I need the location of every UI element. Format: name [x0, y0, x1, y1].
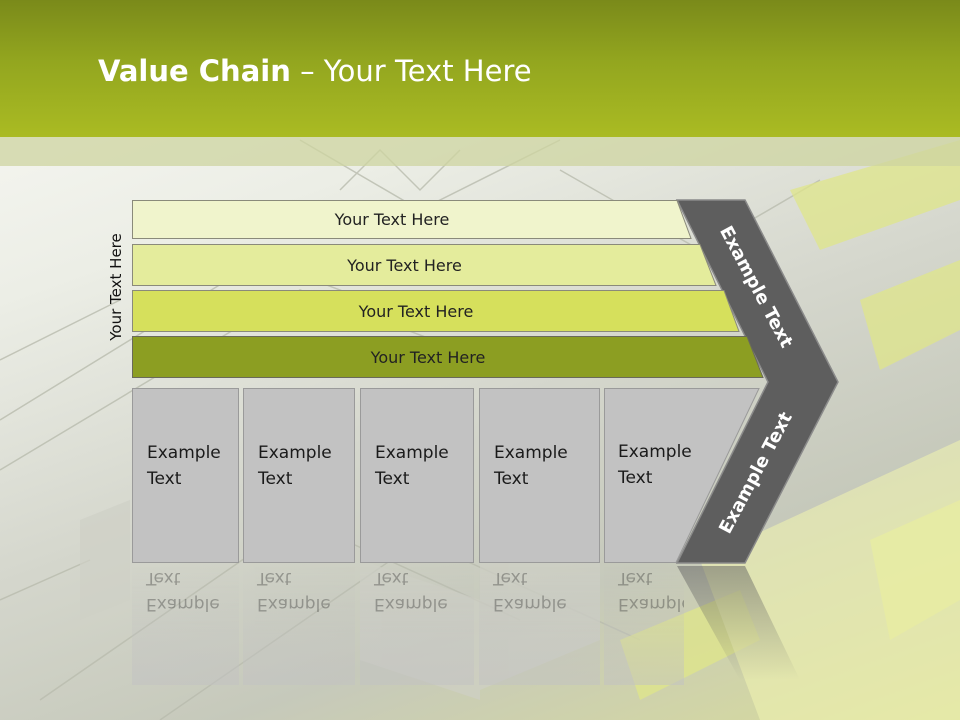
value-row-4-label: Your Text Here: [370, 347, 486, 367]
value-row-4-shape: [132, 336, 764, 378]
activity-box-5[interactable]: Example Text: [604, 388, 764, 563]
activity-box-1-line1: Example: [147, 443, 221, 463]
value-row-4[interactable]: Your Text Here: [132, 336, 764, 378]
activity-box-2-line2: Text: [258, 469, 293, 489]
value-row-3-label: Your Text Here: [358, 301, 474, 321]
activity-box-5-fill: [604, 388, 760, 563]
activity-box-3[interactable]: Example Text: [360, 388, 474, 563]
activity-box-3-line1: Example: [375, 443, 449, 463]
activity-box-1[interactable]: Example Text: [132, 388, 239, 563]
value-row-1-label: Your Text Here: [334, 209, 450, 229]
slide-title-bold: Value Chain: [98, 54, 291, 88]
value-row-1[interactable]: Your Text Here: [132, 200, 692, 239]
activity-box-4-line1: Example: [494, 443, 568, 463]
activity-box-5-shape: [604, 388, 760, 563]
value-row-3-fill: [132, 290, 740, 332]
activity-box-5-line1: Example: [618, 442, 692, 462]
slide-title: Value Chain – Your Text Here: [98, 54, 532, 94]
value-row-2-shape: [132, 244, 717, 286]
value-row-2[interactable]: Your Text Here: [132, 244, 717, 286]
value-row-1-shape: [132, 200, 692, 239]
activity-box-5-line2: Text: [618, 468, 653, 488]
value-row-3-shape: [132, 290, 740, 332]
value-row-3[interactable]: Your Text Here: [132, 290, 740, 332]
chevron-reflection: [677, 566, 800, 680]
value-row-1-fill: [132, 200, 692, 239]
activity-box-2-line1: Example: [258, 443, 332, 463]
activity-box-4[interactable]: Example Text: [479, 388, 600, 563]
header-band: [0, 137, 960, 166]
activity-box-4-line2: Text: [494, 469, 529, 489]
value-row-2-fill: [132, 244, 717, 286]
value-row-2-label: Your Text Here: [347, 255, 462, 275]
activity-box-1-line2: Text: [147, 469, 182, 489]
header-bar: [0, 0, 960, 137]
value-row-4-fill: [132, 336, 764, 378]
chevron-shape: [675, 199, 839, 564]
activity-box-3-line2: Text: [375, 469, 410, 489]
activity-box-2[interactable]: Example Text: [243, 388, 355, 563]
slide-title-rest: – Your Text Here: [290, 54, 532, 88]
